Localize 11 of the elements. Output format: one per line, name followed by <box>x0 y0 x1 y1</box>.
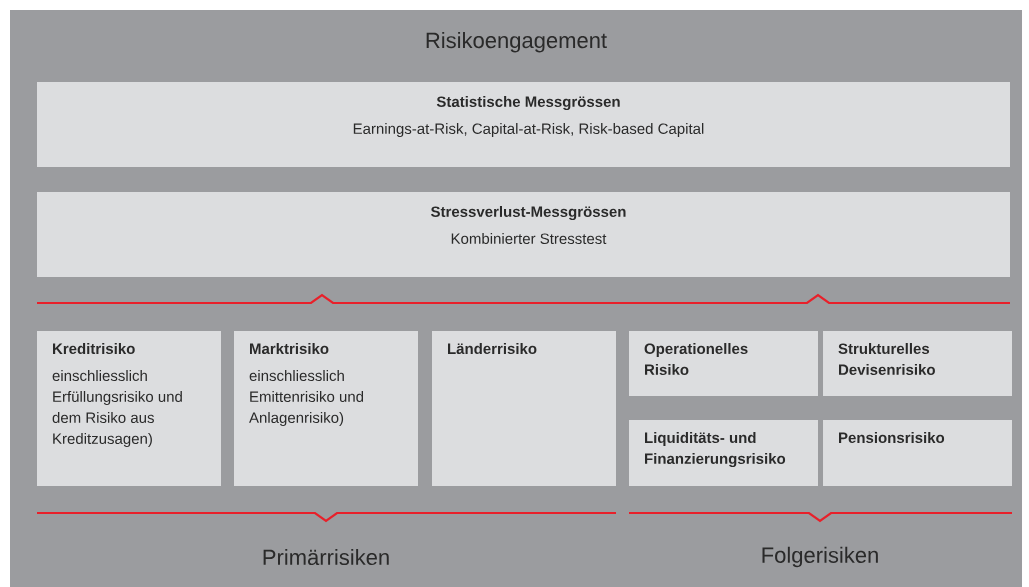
measure-box: Statistische Messgrössen Earnings-at-Risk, Capital-at-Risk, Risk-based Capital <box>37 82 1010 167</box>
risk-box: Kreditrisiko einschliesslich Erfüllungsrisiko und dem Risiko aus Kreditzusagen) <box>37 331 221 486</box>
risk-box: Marktrisiko einschliesslich Emittenrisiko und Anlagenrisiko) <box>234 331 418 486</box>
risk-box: Pensionsrisiko <box>823 420 1012 486</box>
risk-box: Operationelles Risiko <box>629 331 818 396</box>
group-label: Primärrisiken <box>263 548 389 566</box>
risk-box: Strukturelles Devisenrisiko <box>823 331 1012 396</box>
risk-box: Länderrisiko <box>432 331 616 486</box>
risk-box: Liquiditäts- und Finanzierungsrisiko <box>629 420 818 486</box>
group-label: Folgerisiken <box>762 546 878 568</box>
measure-box: Stressverlust-Messgrössen Kombinierter Stresstest <box>37 192 1010 277</box>
